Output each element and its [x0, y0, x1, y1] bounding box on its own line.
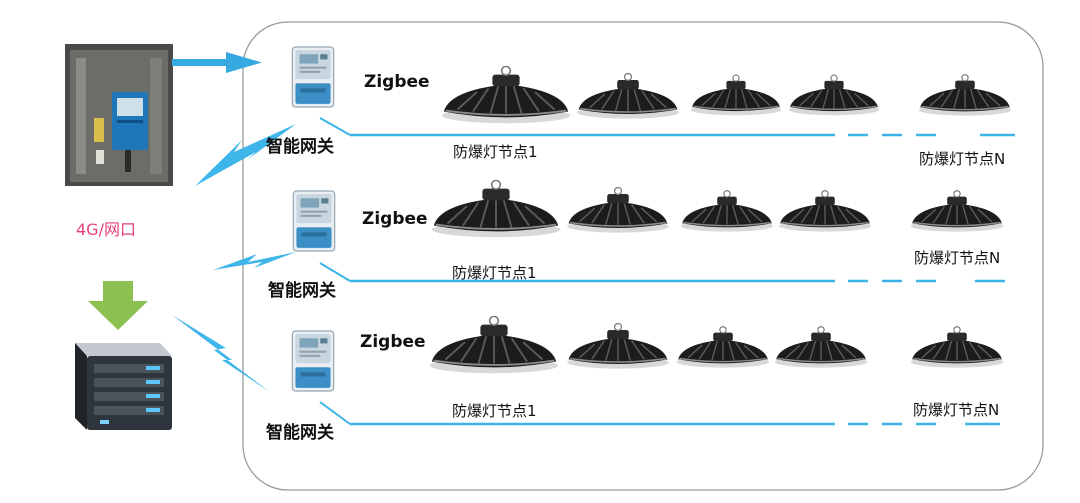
- node-last-label: 防爆灯节点N: [913, 401, 1000, 419]
- network-label: 4G/网口: [76, 220, 136, 239]
- gateway-label: 智能网关: [266, 423, 334, 443]
- gateway-device-icon: [291, 46, 335, 108]
- gateway-device-icon: [292, 190, 336, 252]
- node-last-label: 防爆灯节点N: [919, 150, 1006, 168]
- gateway-device-icon: [291, 330, 335, 392]
- link-line: [319, 117, 351, 136]
- node-first-label: 防爆灯节点1: [452, 402, 537, 420]
- arrow-right-icon: [172, 52, 262, 73]
- link-line: [319, 262, 351, 282]
- lightning-bolt-icon: [213, 252, 296, 270]
- protocol-label: Zigbee: [360, 332, 426, 352]
- cabinet-photo: [65, 44, 173, 186]
- node-first-label: 防爆灯节点1: [452, 264, 537, 282]
- link-line: [319, 401, 351, 425]
- protocol-label: Zigbee: [362, 209, 428, 229]
- node-first-label: 防爆灯节点1: [453, 143, 538, 161]
- gateway-label: 智能网关: [266, 137, 334, 157]
- server-icon: [75, 343, 172, 430]
- node-last-label: 防爆灯节点N: [914, 249, 1001, 267]
- lamp-network-frame: [242, 21, 1044, 491]
- lightning-bolt-icon: [172, 315, 270, 392]
- protocol-label: Zigbee: [364, 72, 430, 92]
- gateway-label: 智能网关: [268, 281, 336, 301]
- lightning-bolt-icon: [195, 124, 296, 186]
- arrow-down-icon: [88, 281, 148, 330]
